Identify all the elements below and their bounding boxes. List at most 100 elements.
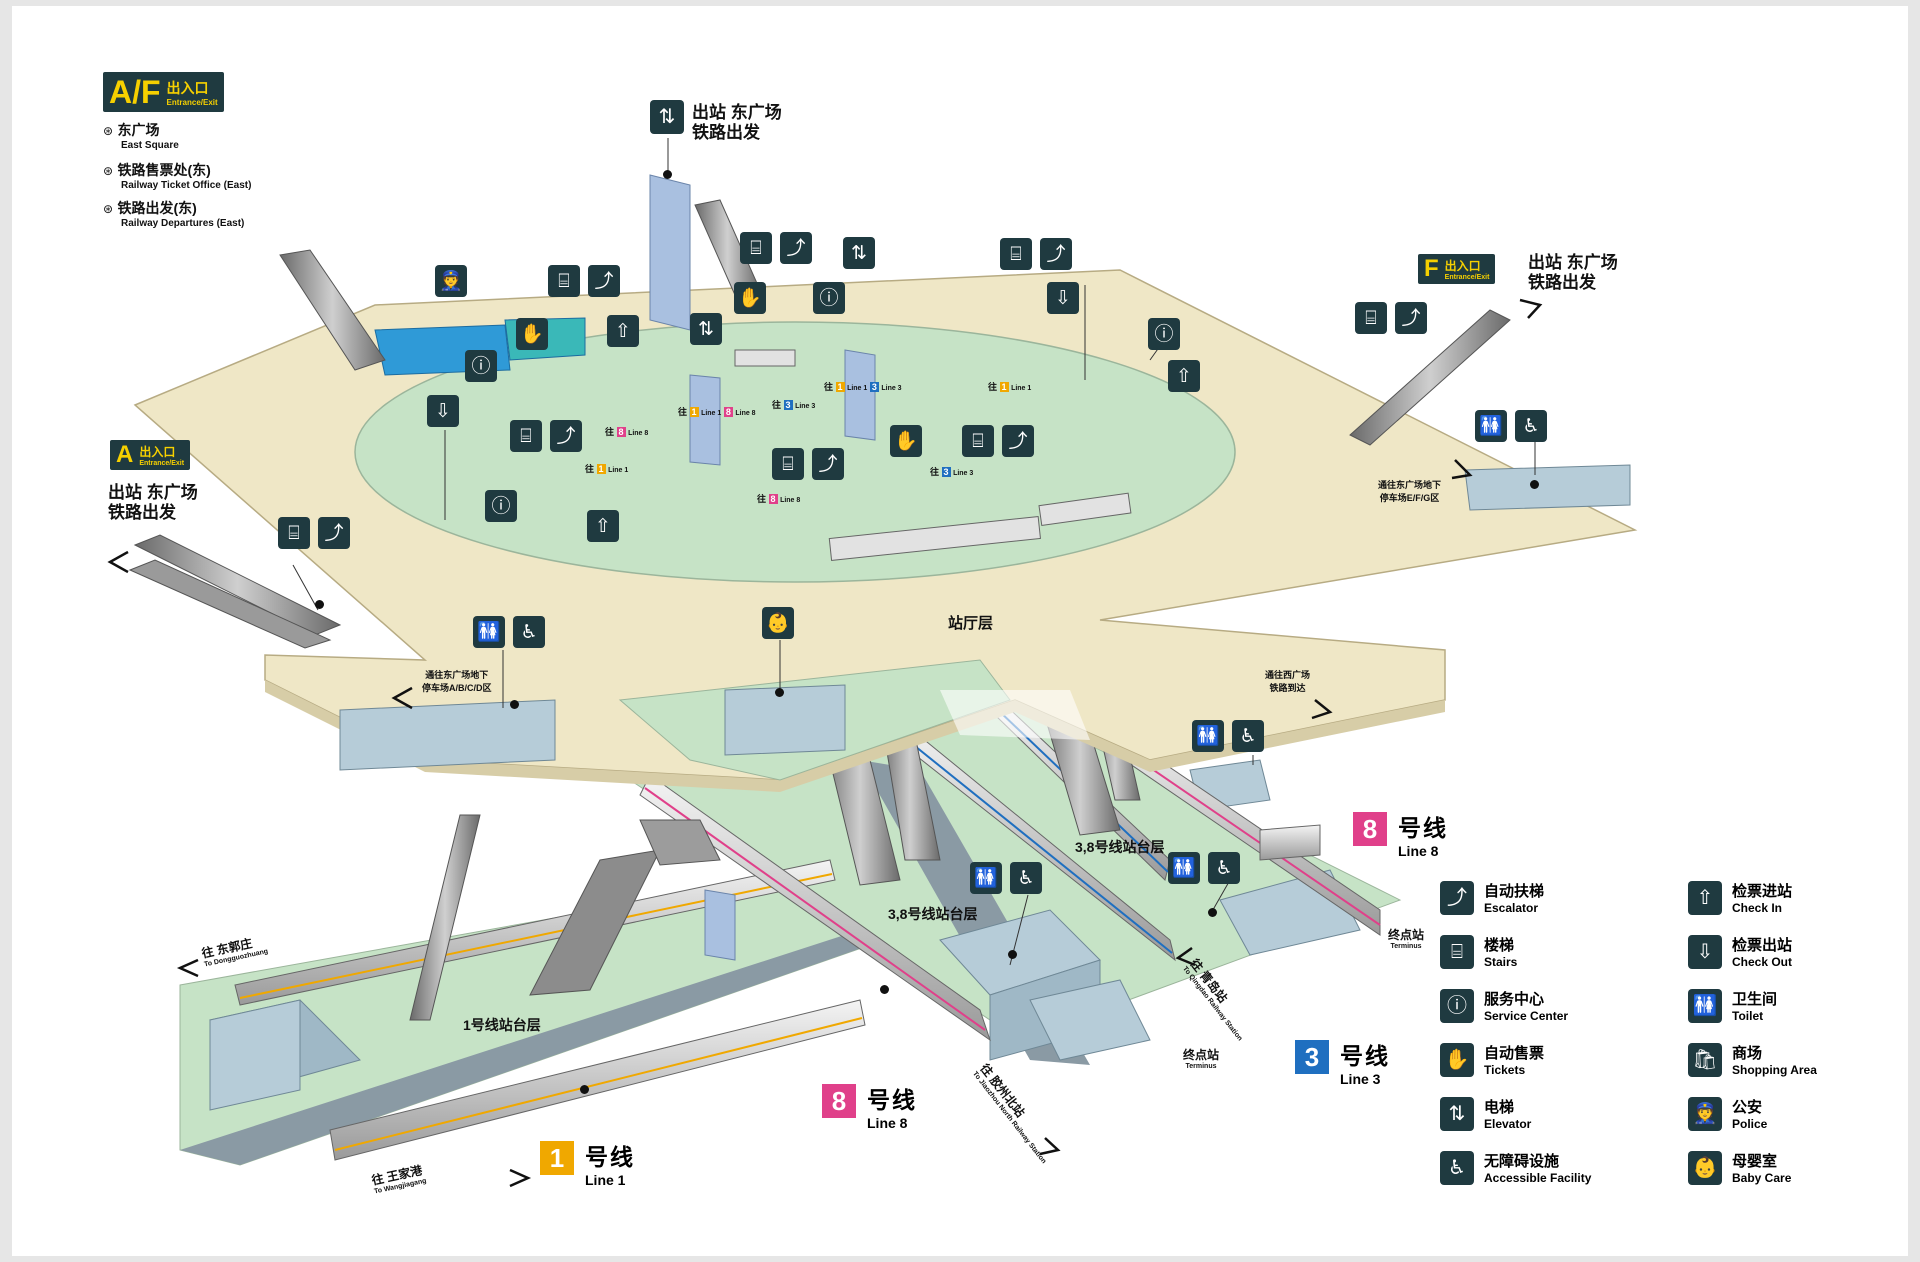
accessible-icon: ♿ [1440,1150,1474,1185]
location-pin [1008,950,1017,959]
stairs-to-line1 [529,849,661,996]
elevator-icon: ⇅ [690,313,722,345]
elevator-shaft-tall [649,174,691,331]
escalator-icon: ⤴ [1040,238,1072,270]
toilet-icon: 🚻 [1688,988,1722,1023]
accessible-icon: ♿ [1232,720,1264,752]
gate-label-3-north: 往 3 Line 3 [772,400,816,410]
service-center-icon: ⓘ [813,282,845,314]
entrance-af-badge: A/F 出入口 Entrance/Exit [103,72,224,112]
gate-row-north [734,349,796,367]
terminus-label-south: 终点站 Terminus [1183,1048,1220,1070]
location-pin [315,600,324,609]
gate-label-line18: 往 1 Line 1 8 Line 8 [678,407,756,417]
elevator-icon: ⇅ [650,100,684,134]
gate-label-1-west: 往 1 Line 1 [585,464,629,474]
location-pin [880,985,889,994]
arrow-west-square [1311,699,1333,720]
arrow-dongguozhuang [176,958,199,978]
tickets-icon: ✋ [734,282,766,314]
arrow-parking-efg [1451,459,1473,480]
arrow-wangjiagang [509,1168,532,1188]
platform-38-label-b: 3,8号线站台层 [1075,839,1165,855]
gate-label-8-south: 往 8 Line 8 [757,494,801,504]
toilet-icon: 🚻 [1475,410,1507,442]
check-in-icon: ⇧ [587,510,619,542]
stairs-icon: ⌸ [772,448,804,480]
escalator-icon: ⤴ [1440,880,1474,915]
parking-abcd-label: 通往东广场地下 停车场A/B/C/D区 [422,670,492,693]
gate-label-line13: 往 1 Line 1 3 Line 3 [824,382,902,392]
line-8-number: 8 [822,1084,856,1118]
stairwell-opening-east [940,690,1090,740]
escalator-icon: ⤴ [1395,302,1427,334]
escalator-icon: ⤴ [318,517,350,549]
gate-label-8-west: 往 8 Line 8 [605,427,649,437]
entrance-f-line2: 铁路出发 [1528,273,1596,292]
block-line1-left-top [209,999,301,1111]
arrow-a-exit [107,550,129,574]
compass-icon: ⊛ [103,202,114,216]
entrance-f-line1: 出站 东广场 [1528,253,1618,272]
af-destination-2: ⊛ 铁路出发(东) Railway Departures (East) [103,200,245,229]
entrance-f-badge: F 出入口 Entrance/Exit [1418,254,1496,284]
stairs-line1-upper [639,819,721,866]
arrow-parking-abcd [391,686,413,710]
check-in-icon: ⇧ [607,315,639,347]
tickets-icon: ✋ [516,318,548,350]
tickets-icon: ✋ [890,425,922,457]
af-destination-1: ⊛ 铁路售票处(东) Railway Ticket Office (East) [103,162,252,191]
accessible-icon: ♿ [513,616,545,648]
train-line8-stub [1259,824,1321,861]
stairs-icon: ⌸ [278,517,310,549]
entrance-af-zh: 出入口 [166,79,209,96]
block-baby-care [724,684,846,756]
parking-efg-label: 通往东广场地下 停车场E/F/G区 [1378,480,1442,503]
platform-38-label-a: 3,8号线站台层 [888,906,978,922]
escalator-to-line1 [409,814,481,1021]
elevator-shaft-center [689,374,721,466]
shopping-icon: 🛍 [1688,1042,1722,1077]
stairs-icon: ⌸ [740,232,772,264]
block-38-right2 [1029,979,1151,1061]
compass-icon: ⊛ [103,124,114,138]
concourse-slab-edge [265,680,1445,792]
block-toilet-right [1464,464,1631,511]
top-exit-line1: 出站 东广场 [692,103,782,122]
toilet-icon: 🚻 [1192,720,1224,752]
entrance-a-line2: 铁路出发 [108,503,176,522]
location-pin [1530,480,1539,489]
stairs-icon: ⌸ [548,265,580,297]
elevator-icon: ⇅ [843,237,875,269]
location-pin [775,688,784,697]
stairs-icon: ⌸ [510,420,542,452]
baby-care-icon: 👶 [1688,1150,1722,1185]
escalator-icon: ⤴ [812,448,844,480]
stairs-icon: ⌸ [1355,302,1387,334]
check-out-icon: ⇩ [1688,934,1722,969]
check-in-icon: ⇧ [1168,360,1200,392]
elevator-icon: ⇅ [1440,1096,1474,1131]
arrow-jiaozhoubei [1039,1137,1061,1156]
escalator-icon: ⤴ [550,420,582,452]
escalator-icon: ⤴ [588,265,620,297]
block-toilet-left [339,699,556,771]
service-center-icon: ⓘ [1440,988,1474,1023]
police-icon: 👮 [435,265,467,297]
accessible-icon: ♿ [1515,410,1547,442]
elevator-shaft-right [844,349,876,441]
service-center-icon: ⓘ [465,350,497,382]
gate-row-east [1038,492,1132,527]
entrance-a-badge: A 出入口 Entrance/Exit [110,440,191,470]
concourse-label: 站厅层 [948,615,994,632]
check-in-icon: ⇧ [1688,880,1722,915]
top-exit-line2: 铁路出发 [692,123,760,142]
tickets-icon: ✋ [1440,1042,1474,1077]
